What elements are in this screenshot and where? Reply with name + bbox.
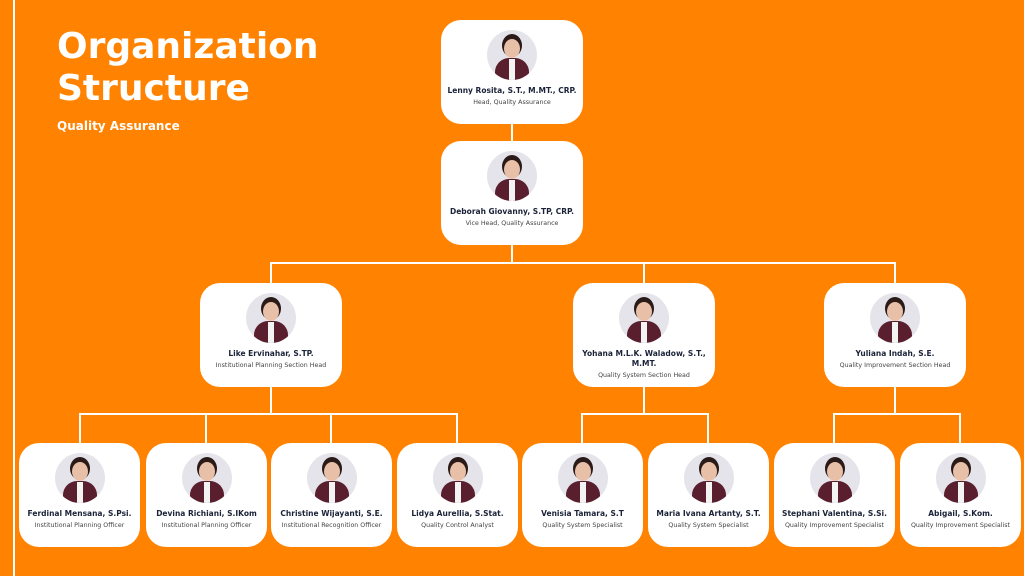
connector-vice-sections	[270, 245, 896, 283]
avatar-photo	[487, 151, 537, 201]
org-card: Yohana M.L.K. Waladow, S.T., M.MT. Qualit…	[573, 283, 715, 387]
org-card: Lenny Rosita, S.T., M.MT., CRP. Head, Qua…	[441, 20, 583, 124]
person-name: Yuliana Indah, S.E.	[855, 349, 935, 358]
person-role: Institutional Planning Officer	[161, 522, 252, 529]
person-name: Deborah Giovanny, S.TP, CRP.	[449, 207, 574, 216]
decorative-border-line	[13, 0, 15, 576]
org-card: Yuliana Indah, S.E. Quality Improvement S…	[824, 283, 966, 387]
avatar-photo	[683, 453, 734, 503]
avatar-photo	[557, 453, 608, 503]
title-line-2: Structure	[57, 68, 250, 109]
connector-system-staff	[581, 387, 709, 443]
person-role: Quality System Specialist	[668, 522, 749, 529]
org-card: Stephani Valentina, S.Si. Quality Improve…	[774, 443, 895, 547]
person-role: Institutional Planning Officer	[34, 522, 125, 529]
person-role: Institutional Recognition Officer	[281, 522, 382, 529]
person-name: Abigail, S.Kom.	[928, 509, 993, 518]
page-title: Organization Structure	[57, 26, 319, 110]
person-name: Maria Ivana Artanty, S.T.	[656, 509, 761, 518]
person-name: Lenny Rosita, S.T., M.MT., CRP.	[447, 86, 577, 95]
person-name: Devina Richiani, S.IKom	[156, 509, 257, 518]
org-card: Deborah Giovanny, S.TP, CRP. Vice Head, Q…	[441, 141, 583, 245]
title-line-1: Organization	[57, 26, 319, 67]
avatar-photo	[181, 453, 232, 503]
org-card: Ferdinal Mensana, S.Psi. Institutional Pl…	[19, 443, 140, 547]
person-role: Quality Improvement Specialist	[910, 522, 1011, 529]
connector-improvement-staff	[833, 387, 961, 443]
avatar-photo	[54, 453, 105, 503]
person-role: Quality Control Analyst	[421, 522, 494, 529]
avatar-photo	[306, 453, 357, 503]
avatar-photo	[809, 453, 860, 503]
person-name: Christine Wijayanti, S.E.	[280, 509, 383, 518]
person-role: Vice Head, Quality Assurance	[465, 220, 559, 227]
avatar-photo	[246, 293, 296, 343]
avatar-photo	[870, 293, 920, 343]
connector-planning-staff	[79, 387, 458, 443]
person-name: Venisia Tamara, S.T	[541, 509, 624, 518]
avatar-photo	[619, 293, 669, 343]
org-card: Venisia Tamara, S.T Quality System Specia…	[522, 443, 643, 547]
page-subtitle: Quality Assurance	[57, 119, 180, 133]
org-card: Christine Wijayanti, S.E. Institutional R…	[271, 443, 392, 547]
person-role: Quality System Specialist	[542, 522, 623, 529]
avatar-photo	[432, 453, 483, 503]
person-role: Head, Quality Assurance	[473, 99, 551, 106]
person-name: Stephani Valentina, S.Si.	[782, 509, 887, 518]
org-card: Abigail, S.Kom. Quality Improvement Speci…	[900, 443, 1021, 547]
org-card: Like Ervinahar, S.TP. Institutional Plann…	[200, 283, 342, 387]
org-card: Lidya Aurellia, S.Stat. Quality Control A…	[397, 443, 518, 547]
person-role: Quality Improvement Section Head	[839, 362, 951, 369]
person-role: Quality Improvement Specialist	[784, 522, 885, 529]
person-name: Yohana M.L.K. Waladow, S.T., M.MT.	[582, 349, 706, 368]
person-name: Like Ervinahar, S.TP.	[228, 349, 314, 358]
avatar-photo	[935, 453, 986, 503]
avatar-photo	[487, 30, 537, 80]
person-role: Institutional Planning Section Head	[215, 362, 327, 369]
org-card: Maria Ivana Artanty, S.T. Quality System …	[648, 443, 769, 547]
person-role: Quality System Section Head	[598, 372, 690, 379]
person-name: Ferdinal Mensana, S.Psi.	[27, 509, 132, 518]
person-name: Lidya Aurellia, S.Stat.	[411, 509, 504, 518]
